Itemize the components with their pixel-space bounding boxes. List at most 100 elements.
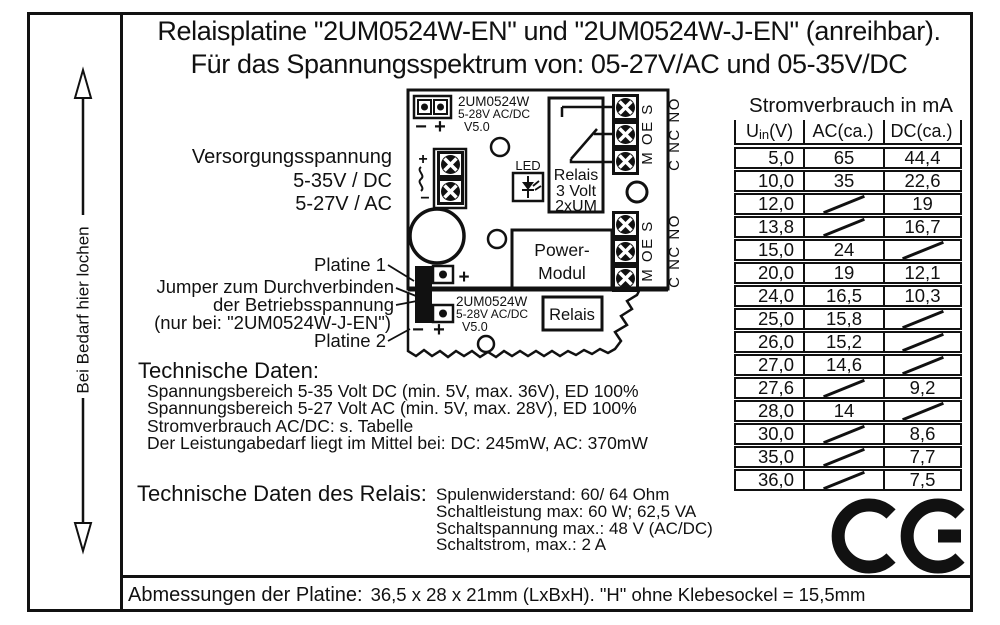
table-cell — [883, 308, 962, 330]
relay-data-line: Spulenwiderstand: 60/ 64 Ohm — [436, 485, 670, 504]
outer-frame — [27, 12, 973, 612]
page-title: Relaisplatine "2UM0524W-EN" und "2UM0524… — [126, 15, 972, 81]
table-cell: 35 — [803, 170, 885, 192]
table-cell: 14,6 — [803, 354, 885, 376]
table-cell: 9,2 — [883, 377, 962, 399]
supply-label-line3: 5-27V / AC — [295, 193, 392, 215]
terminal-labels-inner-1: M OE S — [639, 103, 656, 165]
no-value-slash — [901, 401, 944, 421]
table-cell: 28,0 — [734, 400, 805, 422]
table-cell: 36,0 — [734, 469, 805, 491]
table-cell — [803, 469, 885, 491]
table-cell: 7,7 — [883, 446, 962, 468]
supply-label-line2: 5-35V / DC — [293, 170, 392, 192]
table-row: 36,0 7,5 — [734, 469, 968, 491]
table-cell: 19 — [803, 262, 885, 284]
jumper-callout-line2: der Betriebsspannung — [213, 294, 394, 315]
dimensions-value: 36,5 x 28 x 21mm (LxBxH). "H" ohne Klebe… — [370, 584, 866, 605]
technical-data-line: Spannungsbereich 5-35 Volt DC (min. 5V, … — [147, 381, 639, 401]
relay-data-line: Schaltspannung max.: 48 V (AC/DC) — [436, 518, 713, 538]
no-value-slash — [901, 332, 944, 352]
no-value-slash — [823, 378, 865, 398]
no-value-slash — [901, 355, 944, 375]
table-cell — [803, 446, 885, 468]
header-cell-dc: DC(ca.) — [883, 120, 962, 145]
table-cell — [803, 377, 885, 399]
no-value-slash — [823, 194, 865, 214]
table-cell: 22,6 — [883, 170, 962, 192]
technical-data-heading: Technische Daten: — [138, 358, 319, 383]
no-value-slash — [823, 470, 865, 490]
no-value-slash — [823, 424, 865, 444]
relay-box — [547, 96, 605, 214]
table-row: 27,6 9,2 — [734, 377, 968, 399]
platine2-relay-box — [541, 295, 604, 332]
mounting-hole — [486, 228, 508, 250]
power-module-line1: Power- — [534, 240, 590, 260]
platine2-relay-label: Relais — [549, 306, 595, 324]
table-cell: 30,0 — [734, 423, 805, 445]
platine2-model: 2UM0524W — [456, 294, 528, 309]
jumper-plus-mark: + — [458, 267, 469, 288]
table-cell — [803, 423, 885, 445]
platine2-torn-outline — [406, 288, 642, 359]
no-value-slash — [901, 309, 944, 329]
terminal-labels-outer-2: C NC NO — [666, 214, 683, 288]
platine2-callout: Platine 2 — [314, 330, 386, 351]
technical-data-line: Spannungsbereich 5-27 Volt AC (min. 5V, … — [147, 398, 637, 419]
relay-data-section: Spulenwiderstand: 60/ 64 Ohm Schaltleist… — [436, 485, 713, 555]
footer-divider — [122, 575, 973, 578]
arrow-down-icon — [73, 522, 93, 555]
title-line-2: Für das Spannungsspektrum von: 05-27V/AC… — [190, 49, 908, 79]
no-value-slash — [901, 240, 944, 260]
input-terminal-block — [432, 147, 468, 210]
table-cell: 12,0 — [734, 193, 805, 215]
power-connector-icon — [412, 94, 453, 120]
platine2-minus-mark: − — [412, 319, 424, 341]
relay-data-line: Schaltleistung max: 60 W; 62,5 VA — [436, 501, 697, 521]
table-cell: 26,0 — [734, 331, 805, 353]
supply-label-line1: Versorgungsspannung — [192, 146, 392, 168]
header-cell-ac: AC(ca.) — [803, 120, 885, 145]
relay-data-line: Schaltstrom, max.: 2 A — [436, 535, 607, 555]
table-cell: 15,0 — [734, 239, 805, 261]
technical-data-line: Der Leistungabedarf liegt im Mittel bei:… — [147, 432, 648, 453]
ac-symbol — [418, 166, 424, 192]
title-line-1: Relaisplatine "2UM0524W-EN" und "2UM0524… — [157, 16, 941, 46]
relay-data-heading: Technische Daten des Relais: — [137, 481, 427, 506]
jumper-bar — [415, 266, 432, 323]
input-minus-mark: − — [420, 190, 429, 207]
platine2-plus-mark: + — [433, 319, 445, 341]
table-cell — [803, 193, 885, 215]
table-cell: 5,0 — [734, 147, 805, 169]
led-icon — [511, 171, 545, 203]
relay-box-line2: 3 Volt — [556, 183, 597, 200]
led-label: LED — [515, 158, 540, 173]
connector-plus-mark: + — [434, 116, 446, 138]
table-cell — [883, 331, 962, 353]
no-value-slash — [823, 447, 865, 467]
dimensions-label: Abmessungen der Platine: — [128, 584, 363, 606]
table-cell: 12,1 — [883, 262, 962, 284]
mounting-hole — [476, 334, 496, 354]
consumption-table-title: Stromverbrauch in mA — [749, 94, 953, 117]
power-module-line2: Modul — [538, 263, 586, 283]
table-cell: 27,6 — [734, 377, 805, 399]
connector-minus-mark: − — [415, 116, 427, 138]
punch-strip-divider — [120, 12, 123, 612]
platine2-voltage: 5-28V AC/DC — [456, 307, 528, 321]
arrow-up-icon — [73, 66, 93, 99]
table-cell: 20,0 — [734, 262, 805, 284]
table-cell: 7,5 — [883, 469, 962, 491]
